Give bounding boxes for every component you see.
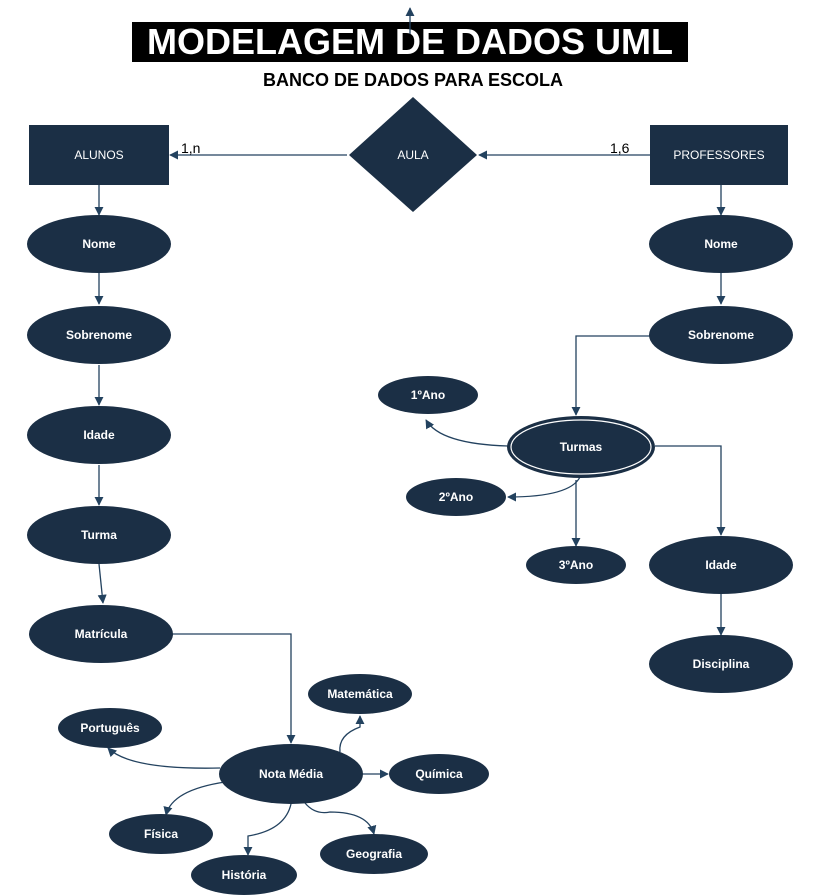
turma-3ano-label: 3ºAno [559, 558, 593, 572]
attr-alunos-sobrenome-shape [27, 306, 171, 364]
attr-professores-idade-shape [649, 536, 793, 594]
edge-notamedia-fisica [163, 781, 226, 816]
attr-alunos-turma[interactable]: Turma [27, 506, 171, 564]
attr-alunos-nome[interactable]: Nome [27, 215, 171, 273]
edge-matricula-notamedia [172, 633, 296, 744]
edge-notamedia-historia [243, 803, 292, 856]
attr-alunos-idade-label: Idade [83, 428, 115, 442]
turma-2ano[interactable]: 2ºAno [406, 478, 506, 516]
subject-quimica-label: Química [415, 767, 463, 781]
attr-alunos-idade-shape [27, 406, 171, 464]
turma-1ano[interactable]: 1ºAno [378, 376, 478, 414]
attr-professores-turmas-inner-ring [510, 419, 652, 475]
relationship-aula-shape [349, 97, 477, 212]
attr-nota-media-label: Nota Média [259, 767, 323, 781]
turma-2ano-shape [406, 478, 506, 516]
edge-notamedia-geografia [304, 802, 377, 835]
attr-alunos-nome-label: Nome [82, 237, 116, 251]
attr-professores-disciplina-shape [649, 635, 793, 693]
attr-professores-turmas-shape [507, 416, 655, 478]
subject-matematica-label: Matemática [327, 687, 393, 701]
subject-geografia[interactable]: Geografia [320, 834, 428, 874]
entity-professores-shape [650, 125, 788, 185]
turma-2ano-label: 2ºAno [439, 490, 473, 504]
subject-portugues-label: Português [80, 721, 140, 735]
attr-professores-idade-label: Idade [705, 558, 737, 572]
edge-notamedia-portugues [107, 747, 221, 769]
subject-geografia-shape [320, 834, 428, 874]
attr-alunos-matricula-label: Matrícula [75, 627, 128, 641]
subject-matematica[interactable]: Matemática [308, 674, 412, 714]
attr-professores-nome-shape [649, 215, 793, 273]
subject-portugues-shape [58, 708, 162, 748]
subject-fisica[interactable]: Física [109, 814, 213, 854]
attr-alunos-matricula-shape [29, 605, 173, 663]
subject-quimica[interactable]: Química [389, 754, 489, 794]
attr-alunos-turma-label: Turma [81, 528, 117, 542]
attr-professores-turmas-label: Turmas [560, 440, 603, 454]
attr-professores-disciplina-label: Disciplina [693, 657, 750, 671]
entity-professores[interactable]: PROFESSORES [650, 125, 788, 185]
subject-geografia-label: Geografia [346, 847, 402, 861]
turma-1ano-label: 1ºAno [411, 388, 445, 402]
subject-fisica-shape [109, 814, 213, 854]
turma-3ano-shape [526, 546, 626, 584]
edges [94, 150, 726, 856]
entity-alunos-shape [29, 125, 169, 185]
subject-historia[interactable]: História [191, 855, 297, 895]
relationship-aula-label: AULA [397, 148, 428, 162]
relationship-aula[interactable]: AULA [349, 97, 477, 212]
subject-matematica-shape [308, 674, 412, 714]
edge-turmas-1ano [425, 419, 509, 447]
edge-turmas-2ano [507, 476, 581, 502]
attr-professores-nome[interactable]: Nome [649, 215, 793, 273]
diagram-subtitle: BANCO DE DADOS PARA ESCOLA [262, 70, 563, 90]
attr-alunos-matricula[interactable]: Matrícula [29, 605, 173, 663]
attr-alunos-nome-shape [27, 215, 171, 273]
attr-professores-nome-label: Nome [704, 237, 738, 251]
attr-alunos-idade[interactable]: Idade [27, 406, 171, 464]
attr-professores-turmas[interactable]: Turmas [507, 416, 655, 478]
attr-nota-media[interactable]: Nota Média [219, 744, 363, 804]
attr-professores-idade[interactable]: Idade [649, 536, 793, 594]
subject-historia-shape [191, 855, 297, 895]
subject-fisica-label: Física [144, 827, 178, 841]
attr-nota-media-shape [219, 744, 363, 804]
attr-alunos-sobrenome-label: Sobrenome [66, 328, 132, 342]
cardinality-alunos: 1,n [181, 140, 200, 156]
edge-turmas-idade [655, 445, 726, 536]
edge-sobrenome-turmas [571, 335, 650, 416]
turma-3ano[interactable]: 3ºAno [526, 546, 626, 584]
attr-alunos-sobrenome[interactable]: Sobrenome [27, 306, 171, 364]
attr-professores-sobrenome-label: Sobrenome [688, 328, 754, 342]
entity-professores-label: PROFESSORES [673, 148, 764, 162]
attr-alunos-turma-shape [27, 506, 171, 564]
cardinality-professores: 1,6 [610, 140, 630, 156]
attr-professores-sobrenome-shape [649, 306, 793, 364]
subject-historia-label: História [222, 868, 267, 882]
edge-turma-matricula [97, 563, 107, 604]
subject-quimica-shape [389, 754, 489, 794]
attr-professores-disciplina[interactable]: Disciplina [649, 635, 793, 693]
entity-alunos-label: ALUNOS [74, 148, 123, 162]
subject-portugues[interactable]: Português [58, 708, 162, 748]
turma-1ano-shape [378, 376, 478, 414]
edge-notamedia-matematica [339, 715, 365, 753]
attr-professores-sobrenome[interactable]: Sobrenome [649, 306, 793, 364]
entity-alunos[interactable]: ALUNOS [29, 125, 169, 185]
